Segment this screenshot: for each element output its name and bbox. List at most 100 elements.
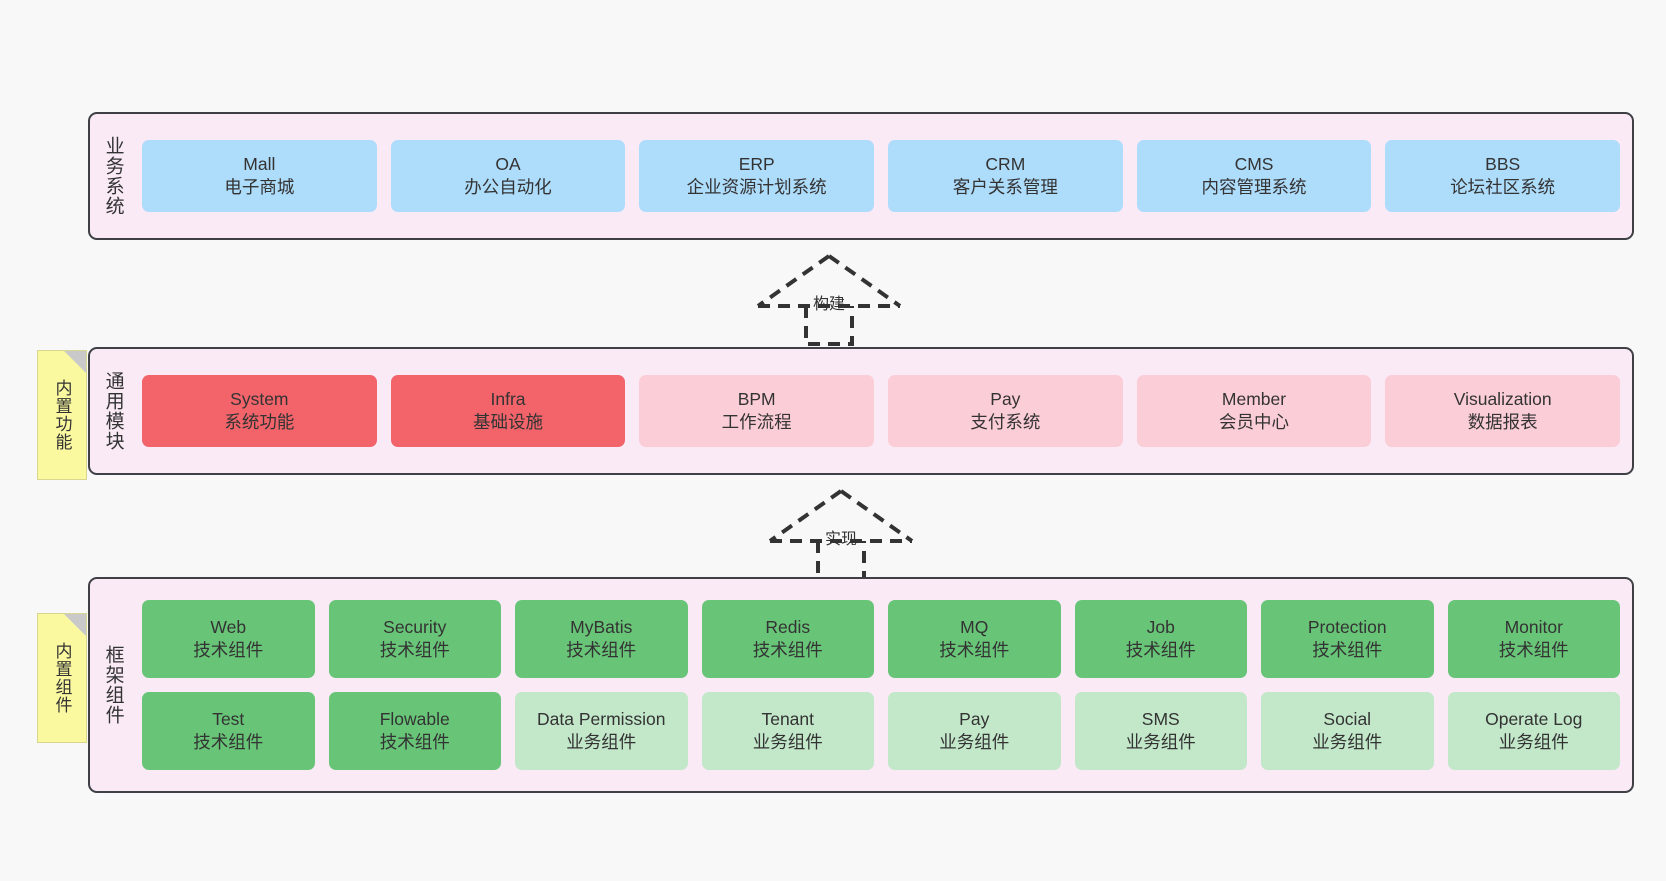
card-title: CRM [985,154,1026,175]
card-redis[interactable]: Redis 技术组件 [701,600,874,678]
card-title: CMS [1234,154,1274,175]
card-subtitle: 业务组件 [1125,732,1196,752]
note-label: 内置组件 [52,642,72,714]
layer-common-modules: 通用模块 System 系统功能 Infra 基础设施 BPM 工作流程 Pay… [88,347,1634,475]
card-pay-module[interactable]: Pay 支付系统 [888,375,1123,447]
card-data-permission[interactable]: Data Permission 业务组件 [515,692,688,770]
card-title: Visualization [1453,389,1552,410]
card-title: Web [210,617,247,638]
card-pay-component[interactable]: Pay 业务组件 [888,692,1061,770]
card-subtitle: 技术组件 [193,732,264,752]
card-subtitle: 技术组件 [566,640,637,660]
card-sms[interactable]: SMS 业务组件 [1074,692,1247,770]
common-card-row: System 系统功能 Infra 基础设施 BPM 工作流程 Pay 支付系统… [142,375,1621,447]
card-subtitle: 技术组件 [752,640,823,660]
layer-business-body: Mall 电子商城 OA 办公自动化 ERP 企业资源计划系统 CRM 客户关系… [136,114,1632,238]
card-social[interactable]: Social 业务组件 [1261,692,1434,770]
card-title: Pay [990,389,1021,410]
card-mall[interactable]: Mall 电子商城 [142,140,377,212]
card-web[interactable]: Web 技术组件 [142,600,315,678]
card-cms[interactable]: CMS 内容管理系统 [1136,140,1372,212]
card-subtitle: 技术组件 [379,732,450,752]
card-subtitle: 系统功能 [224,412,295,432]
layer-framework-body: Web 技术组件 Security 技术组件 MyBatis 技术组件 Redi… [136,579,1632,791]
note-builtin-components: 内置组件 [37,613,87,743]
card-subtitle: 业务组件 [752,732,823,752]
folded-corner-icon [64,351,86,373]
arrow-build-label: 构建 [812,296,845,313]
card-title: OA [495,154,521,175]
card-subtitle: 技术组件 [1498,640,1569,660]
card-subtitle: 业务组件 [939,732,1010,752]
card-subtitle: 论坛社区系统 [1450,177,1556,197]
layer-business-title: 业务系统 [102,136,124,216]
card-visualization[interactable]: Visualization 数据报表 [1385,375,1621,447]
card-title: Mall [243,154,276,175]
card-title: Infra [490,389,526,410]
arrow-realize: 实现 [766,487,916,583]
card-operate-log[interactable]: Operate Log 业务组件 [1447,692,1620,770]
card-subtitle: 工作流程 [721,412,792,432]
arrow-realize-label: 实现 [824,531,857,548]
card-subtitle: 业务组件 [1498,732,1569,752]
card-mq[interactable]: MQ 技术组件 [888,600,1061,678]
card-member[interactable]: Member 会员中心 [1136,375,1372,447]
card-oa[interactable]: OA 办公自动化 [390,140,626,212]
layer-framework-components: 框架组件 Web 技术组件 Security 技术组件 MyBatis 技术组件… [88,577,1634,793]
card-flowable[interactable]: Flowable 技术组件 [328,692,501,770]
folded-corner-icon [64,614,86,636]
card-infra[interactable]: Infra 基础设施 [390,375,626,447]
layer-business-systems: 业务系统 Mall 电子商城 OA 办公自动化 ERP 企业资源计划系统 CRM… [88,112,1634,240]
card-subtitle: 客户关系管理 [952,177,1058,197]
framework-card-row-2: Test 技术组件 Flowable 技术组件 Data Permission … [142,692,1620,770]
card-test[interactable]: Test 技术组件 [142,692,315,770]
arrow-build: 构建 [754,252,904,348]
card-title: BPM [737,389,776,410]
card-title: SMS [1141,709,1180,730]
card-subtitle: 技术组件 [379,640,450,660]
card-mybatis[interactable]: MyBatis 技术组件 [515,600,688,678]
card-title: MyBatis [570,617,633,638]
card-title: Pay [959,709,990,730]
note-builtin-functions: 内置功能 [37,350,87,480]
card-system[interactable]: System 系统功能 [142,375,377,447]
card-title: Test [212,709,245,730]
card-subtitle: 技术组件 [193,640,264,660]
card-subtitle: 业务组件 [566,732,637,752]
card-subtitle: 办公自动化 [464,177,552,197]
card-title: MQ [960,617,989,638]
framework-card-row-1: Web 技术组件 Security 技术组件 MyBatis 技术组件 Redi… [142,600,1620,678]
generalization-arrow-icon [756,254,902,346]
card-bbs[interactable]: BBS 论坛社区系统 [1385,140,1621,212]
card-subtitle: 会员中心 [1219,412,1290,432]
card-title: Redis [765,617,811,638]
card-title: Security [383,617,447,638]
card-title: Job [1146,617,1175,638]
card-subtitle: 技术组件 [939,640,1010,660]
card-subtitle: 支付系统 [970,412,1041,432]
card-security[interactable]: Security 技术组件 [328,600,501,678]
layer-framework-title: 框架组件 [102,645,124,725]
card-erp[interactable]: ERP 企业资源计划系统 [639,140,875,212]
card-title: Operate Log [1485,709,1583,730]
card-subtitle: 技术组件 [1312,640,1383,660]
card-job[interactable]: Job 技术组件 [1074,600,1247,678]
layer-common-body: System 系统功能 Infra 基础设施 BPM 工作流程 Pay 支付系统… [136,349,1632,473]
card-monitor[interactable]: Monitor 技术组件 [1447,600,1620,678]
business-card-row: Mall 电子商城 OA 办公自动化 ERP 企业资源计划系统 CRM 客户关系… [142,140,1621,212]
card-crm[interactable]: CRM 客户关系管理 [888,140,1123,212]
card-protection[interactable]: Protection 技术组件 [1261,600,1434,678]
card-title: Monitor [1504,617,1563,638]
note-label: 内置功能 [52,379,72,451]
card-subtitle: 电子商城 [224,177,295,197]
card-bpm[interactable]: BPM 工作流程 [639,375,875,447]
layer-common-title: 通用模块 [102,371,124,451]
card-title: Tenant [761,709,815,730]
card-title: ERP [738,154,775,175]
card-tenant[interactable]: Tenant 业务组件 [701,692,874,770]
card-subtitle: 内容管理系统 [1201,177,1307,197]
card-title: Member [1221,389,1287,410]
card-subtitle: 数据报表 [1467,412,1538,432]
card-title: BBS [1485,154,1521,175]
